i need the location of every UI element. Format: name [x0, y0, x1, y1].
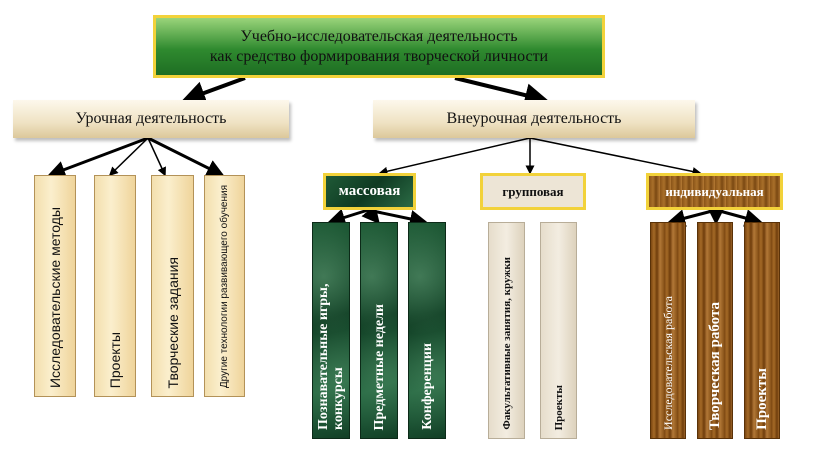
group-group: групповая — [480, 173, 586, 210]
individual-item-creative-work: Творческая работа — [697, 222, 733, 439]
root-title-line2: как средство формирования творческой лич… — [209, 47, 549, 65]
individual-item-label: Исследовательская работа — [660, 296, 675, 430]
branch-lesson-activity-label: Урочная деятельность — [75, 110, 227, 127]
left-item-other-technologies: Другие технологии развивающего обучения — [204, 175, 245, 397]
individual-item-label: Проекты — [753, 368, 770, 430]
root-node: Учебно-исследовательская деятельность ка… — [153, 15, 605, 78]
left-item-label: Исследовательские методы — [47, 207, 63, 388]
group-item-label: Проекты — [552, 384, 565, 430]
mass-item-label: Познавательные игры, конкурсы — [316, 283, 346, 430]
group-item-projects: Проекты — [540, 222, 577, 439]
group-individual-label: индивидуальная — [665, 183, 764, 199]
mass-item-subject-weeks: Предметные недели — [360, 222, 398, 439]
mass-item-label: Предметные недели — [371, 303, 387, 430]
group-individual: индивидуальная — [646, 173, 783, 210]
individual-item-research-work: Исследовательская работа — [650, 222, 686, 439]
left-item-creative-tasks: Творческие задания — [151, 175, 194, 397]
left-item-projects: Проекты — [94, 175, 136, 397]
left-item-label: Проекты — [107, 331, 123, 388]
branch-lesson-activity: Урочная деятельность — [13, 100, 289, 138]
left-item-research-methods: Исследовательские методы — [34, 175, 76, 397]
individual-item-label: Творческая работа — [706, 302, 723, 430]
group-item-label: Факультативные занятия, кружки — [500, 257, 513, 430]
mass-item-label: Конференции — [419, 343, 435, 430]
individual-item-projects: Проекты — [744, 222, 780, 439]
branch-extracurricular-activity-label: Внеурочная деятельность — [446, 110, 622, 127]
group-group-label: групповая — [502, 183, 564, 199]
group-item-electives: Факультативные занятия, кружки — [488, 222, 525, 439]
group-mass: массовая — [323, 173, 416, 210]
group-mass-label: массовая — [338, 183, 401, 199]
branch-extracurricular-activity: Внеурочная деятельность — [373, 100, 695, 138]
left-item-label: Творческие задания — [164, 256, 181, 388]
mass-item-games: Познавательные игры, конкурсы — [312, 222, 350, 439]
left-item-label: Другие технологии развивающего обучения — [218, 184, 230, 388]
root-title-line1: Учебно-исследовательская деятельность — [240, 27, 518, 45]
mass-item-conferences: Конференции — [408, 222, 446, 439]
